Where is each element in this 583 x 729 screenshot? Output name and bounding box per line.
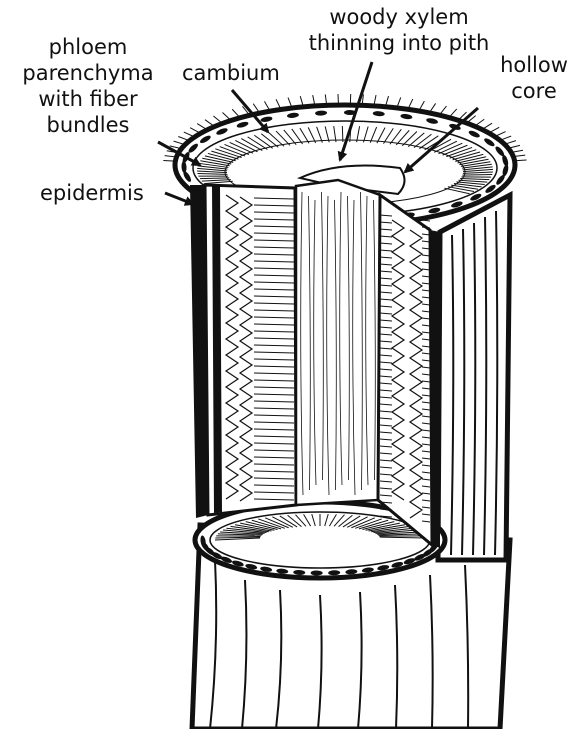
label-hollow-core: hollow core (490, 52, 578, 104)
label-phloem: phloem parenchyma with fiber bundles (2, 34, 174, 138)
exposed-interior (190, 180, 440, 548)
label-xylem-line-2: thinning into pith (294, 30, 504, 56)
label-epidermis: epidermis (40, 180, 144, 206)
arrow-epidermis (165, 193, 193, 204)
label-phloem-line-3: with fiber (2, 86, 174, 112)
label-phloem-line-4: bundles (2, 112, 174, 138)
label-phloem-line-2: parenchyma (2, 60, 174, 86)
label-hollow-line-2: core (490, 78, 578, 104)
outer-bark-right (438, 195, 510, 560)
label-phloem-line-1: phloem (2, 34, 174, 60)
label-epidermis-line-1: epidermis (40, 180, 144, 206)
label-cambium-line-1: cambium (182, 60, 280, 86)
label-xylem-line-1: woody xylem (294, 4, 504, 30)
label-hollow-line-1: hollow (490, 52, 578, 78)
label-cambium: cambium (182, 60, 280, 86)
label-xylem: woody xylem thinning into pith (294, 4, 504, 56)
